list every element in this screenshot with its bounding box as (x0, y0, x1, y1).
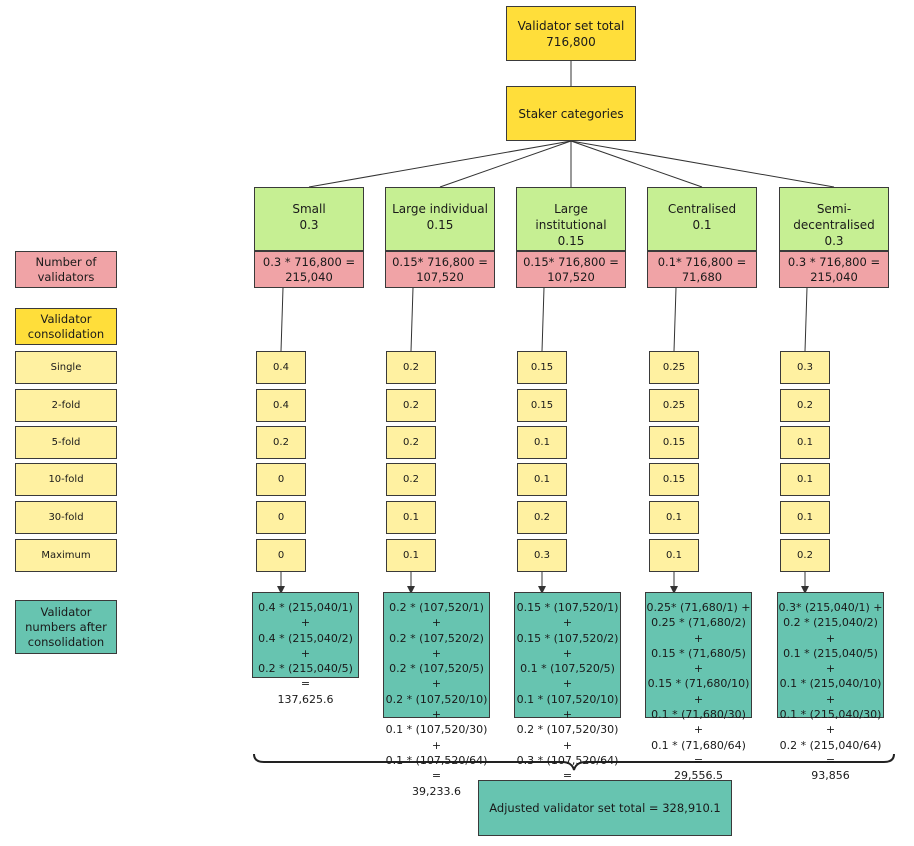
validator-set-total-box: Validator set total 716,800 (506, 6, 636, 61)
legend-validator-consolidation: Validator consolidation (15, 308, 117, 345)
legend-level-30-fold: 30-fold (15, 501, 117, 534)
share-centralised-2-fold: 0.25 (649, 389, 699, 422)
share-large-institutional-5-fold: 0.1 (517, 426, 567, 459)
share-semi-decentralised-10-fold: 0.1 (780, 463, 830, 496)
share-large-individual-2-fold: 0.2 (386, 389, 436, 422)
share-large-individual-maximum: 0.1 (386, 539, 436, 572)
share-large-institutional-maximum: 0.3 (517, 539, 567, 572)
share-centralised-5-fold: 0.15 (649, 426, 699, 459)
result-small: 0.4 * (215,040/1) + 0.4 * (215,040/2) + … (252, 592, 359, 706)
share-large-individual-single: 0.2 (386, 351, 436, 384)
share-small-2-fold: 0.4 (256, 389, 306, 422)
legend-level-10-fold: 10-fold (15, 463, 117, 496)
connector-to-semi-decentralised (570, 140, 835, 188)
category-centralised: Centralised 0.1 (647, 187, 757, 251)
legend-level-single: Single (15, 351, 117, 384)
share-large-institutional-single: 0.15 (517, 351, 567, 384)
share-small-maximum: 0 (256, 539, 306, 572)
result-centralised: 0.25* (71,680/1) + 0.25 * (71,680/2) + 0… (645, 592, 752, 782)
share-centralised-30-fold: 0.1 (649, 501, 699, 534)
connector-to-centralised (570, 140, 703, 188)
legend-number-of-validators: Number of validators (15, 251, 117, 288)
category-small: Small 0.3 (254, 187, 364, 251)
connector-count-to-shares-centralised (673, 287, 677, 352)
share-semi-decentralised-2-fold: 0.2 (780, 389, 830, 422)
adjusted-total-box: Adjusted validator set total = 328,910.1 (478, 780, 732, 836)
result-large-institutional: 0.15 * (107,520/1) + 0.15 * (107,520/2) … (514, 592, 621, 798)
validator-count-semi-decentralised: 0.3 * 716,800 = 215,040 (779, 251, 889, 288)
share-semi-decentralised-single: 0.3 (780, 351, 830, 384)
share-small-single: 0.4 (256, 351, 306, 384)
share-small-5-fold: 0.2 (256, 426, 306, 459)
share-semi-decentralised-5-fold: 0.1 (780, 426, 830, 459)
validator-count-large-individual: 0.15* 716,800 = 107,520 (385, 251, 495, 288)
result-large-individual: 0.2 * (107,520/1) + 0.2 * (107,520/2) + … (383, 592, 490, 798)
share-centralised-maximum: 0.1 (649, 539, 699, 572)
share-large-institutional-10-fold: 0.1 (517, 463, 567, 496)
legend-level-2-fold: 2-fold (15, 389, 117, 422)
connector-count-to-shares-small (280, 287, 284, 352)
connector-count-to-shares-semi-decentralised (804, 287, 808, 352)
share-large-individual-5-fold: 0.2 (386, 426, 436, 459)
validator-count-centralised: 0.1* 716,800 = 71,680 (647, 251, 757, 288)
category-large-institutional: Large institutional 0.15 (516, 187, 626, 251)
share-large-institutional-2-fold: 0.15 (517, 389, 567, 422)
share-large-individual-30-fold: 0.1 (386, 501, 436, 534)
total-brace (253, 753, 895, 771)
validator-count-large-institutional: 0.15* 716,800 = 107,520 (516, 251, 626, 288)
share-semi-decentralised-30-fold: 0.1 (780, 501, 830, 534)
share-semi-decentralised-maximum: 0.2 (780, 539, 830, 572)
legend-level-5-fold: 5-fold (15, 426, 117, 459)
share-small-10-fold: 0 (256, 463, 306, 496)
share-large-individual-10-fold: 0.2 (386, 463, 436, 496)
share-centralised-single: 0.25 (649, 351, 699, 384)
connector-count-to-shares-large-individual (410, 287, 414, 352)
share-small-30-fold: 0 (256, 501, 306, 534)
connector-to-small (308, 140, 572, 188)
category-large-individual: Large individual 0.15 (385, 187, 495, 251)
connector-count-to-shares-large-institutional (541, 287, 545, 352)
legend-level-maximum: Maximum (15, 539, 117, 572)
staker-categories-box: Staker categories (506, 86, 636, 141)
share-large-institutional-30-fold: 0.2 (517, 501, 567, 534)
share-centralised-10-fold: 0.15 (649, 463, 699, 496)
result-semi-decentralised: 0.3* (215,040/1) + 0.2 * (215,040/2) + 0… (777, 592, 884, 782)
category-semi-decentralised: Semi- decentralised 0.3 (779, 187, 889, 251)
validator-count-small: 0.3 * 716,800 = 215,040 (254, 251, 364, 288)
legend-after-consolidation: Validator numbers after consolidation (15, 600, 117, 654)
connector-to-large-individual (439, 140, 572, 188)
